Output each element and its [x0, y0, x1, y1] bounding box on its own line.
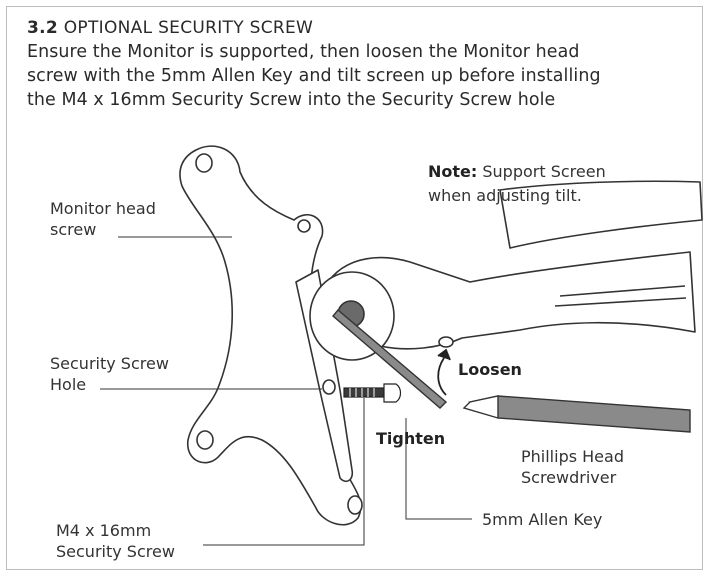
note-line-1: Support Screen	[482, 162, 606, 181]
instruction-line-2: screw with the 5mm Allen Key and tilt sc…	[27, 66, 601, 86]
callout-monitor-head-screw: Monitor head screw	[50, 199, 156, 239]
vesa-hole-right	[297, 219, 311, 233]
rotation-arrow	[437, 348, 451, 396]
callout-allen-key: 5mm Allen Key	[482, 510, 603, 529]
section-number: 3.2	[27, 18, 59, 38]
vesa-hole-left	[196, 430, 214, 450]
action-loosen: Loosen	[458, 360, 522, 379]
callout-phillips-screwdriver: Phillips Head Screwdriver	[521, 447, 624, 487]
page-frame	[6, 6, 703, 570]
callout-m4-security-screw: M4 x 16mm Security Screw	[56, 521, 175, 561]
vesa-hole-bottom	[347, 495, 363, 515]
note-support-screen: Note: Support Screen when adjusting tilt…	[428, 160, 606, 208]
leader-allen-key	[405, 418, 472, 520]
note-label: Note:	[428, 162, 478, 181]
instruction-header: 3.2 OPTIONAL SECURITY SCREW Ensure the M…	[27, 16, 697, 112]
note-line-2: when adjusting tilt.	[428, 186, 582, 205]
vesa-plate	[179, 145, 362, 526]
instruction-line-3: the M4 x 16mm Security Screw into the Se…	[27, 90, 556, 110]
action-tighten: Tighten	[376, 429, 446, 448]
callout-security-screw-hole: Security Screw Hole	[50, 354, 169, 394]
leader-m4-screw	[203, 398, 365, 546]
instruction-line-1: Ensure the Monitor is supported, then lo…	[27, 42, 580, 62]
section-title: OPTIONAL SECURITY SCREW	[63, 18, 314, 38]
security-screw-hole	[322, 379, 336, 395]
allen-key	[332, 309, 448, 409]
m4-security-screw	[343, 383, 402, 403]
section-heading: 3.2 OPTIONAL SECURITY SCREW	[27, 16, 697, 40]
upper-arm	[499, 180, 703, 249]
vesa-hole-top	[195, 153, 213, 173]
phillips-screwdriver	[462, 395, 691, 433]
